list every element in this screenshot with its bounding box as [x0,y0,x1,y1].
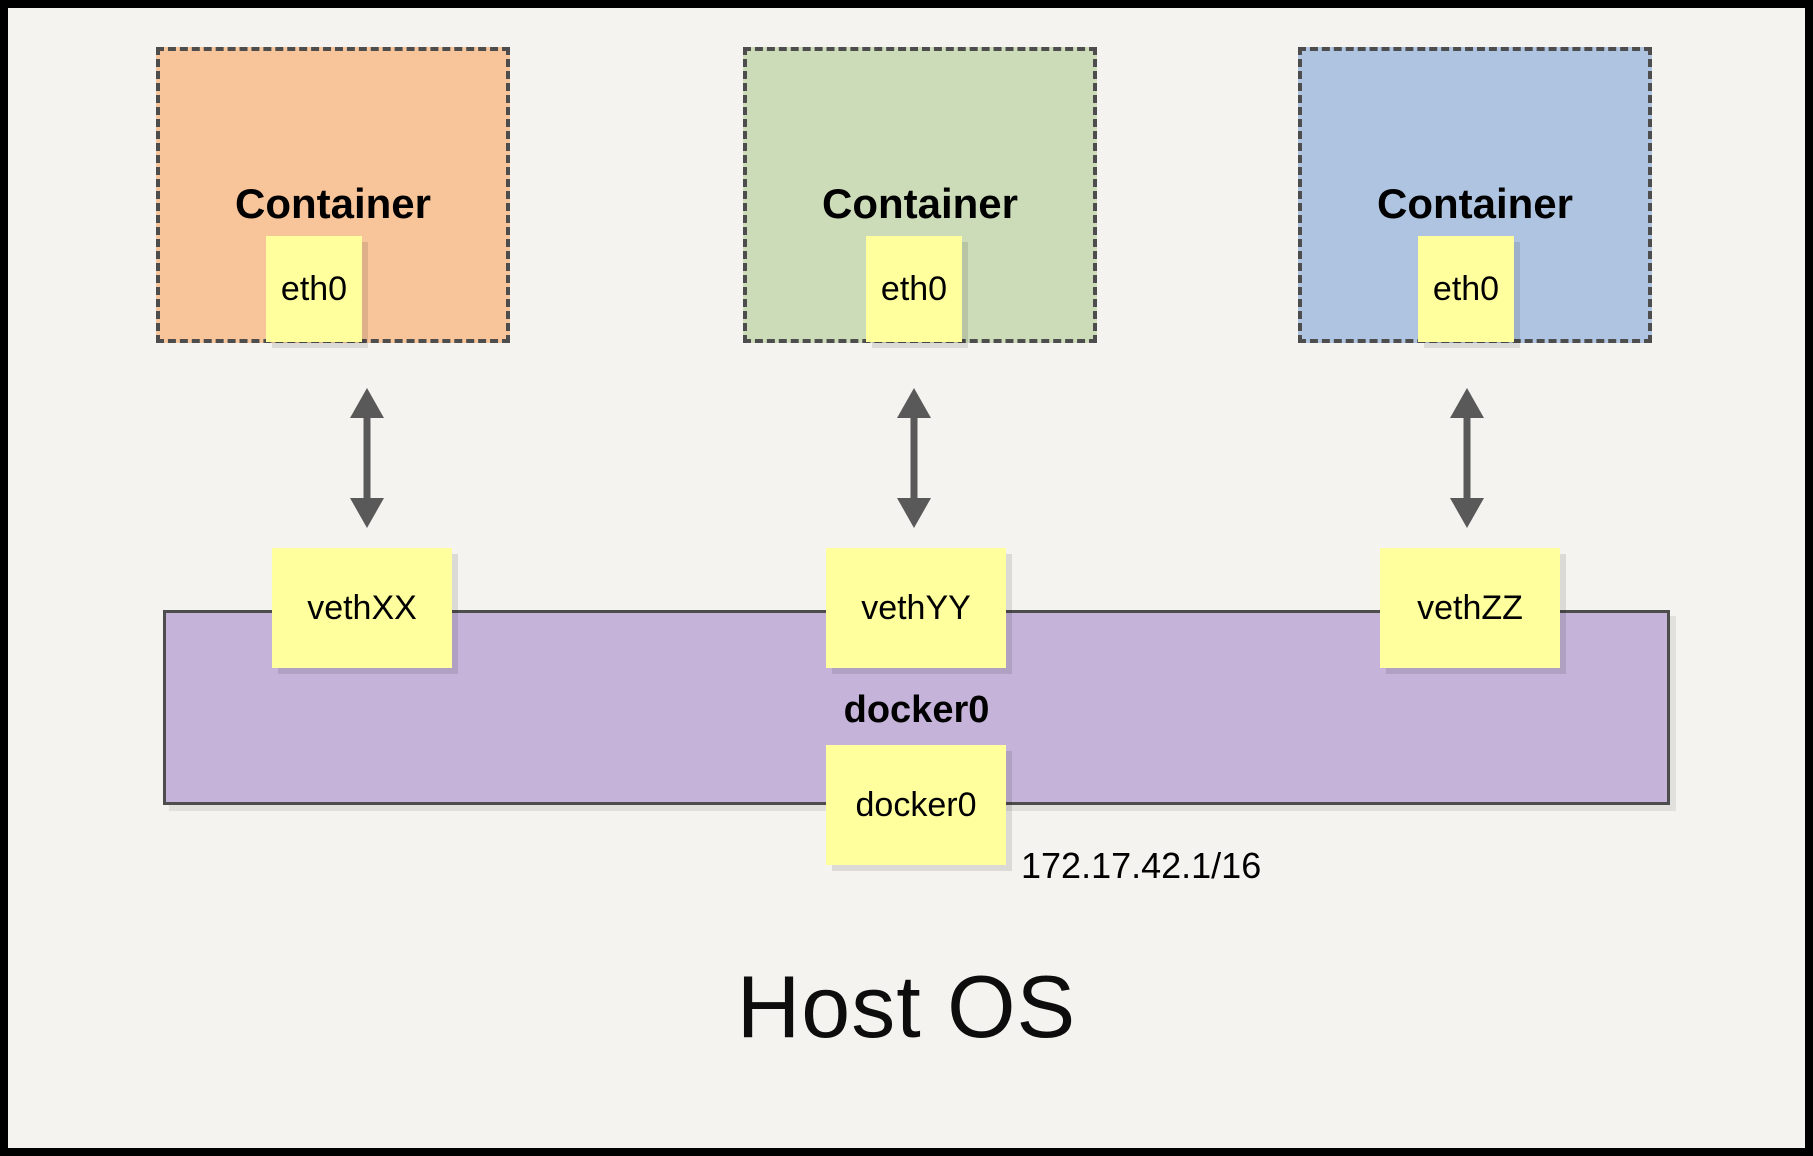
diagram-page: Container eth0 Container eth0 Container … [8,8,1805,1148]
veth-box-1: vethXX [272,548,452,668]
container-title-2: Container [821,180,1018,227]
docker0-port-label: docker0 [855,786,977,824]
link-arrow-3 [1450,388,1484,528]
container-title-3: Container [1376,180,1573,227]
eth0-label-1: eth0 [280,270,348,308]
veth-box-2: vethYY [826,548,1006,668]
veth-label-3: vethZZ [1417,589,1523,627]
eth0-label-2: eth0 [880,270,948,308]
eth0-box-1: eth0 [266,236,362,342]
eth0-label-3: eth0 [1432,270,1500,308]
link-arrow-1 [350,388,384,528]
docker0-port-box: docker0 [826,745,1006,865]
eth0-box-3: eth0 [1418,236,1514,342]
veth-box-3: vethZZ [1380,548,1560,668]
veth-label-1: vethXX [307,589,417,627]
bridge-ip-label: 172.17.42.1/16 [1021,845,1262,886]
container-title-1: Container [234,180,431,227]
eth0-box-2: eth0 [866,236,962,342]
host-os-label: Host OS [736,957,1077,1056]
docker0-bridge-label: docker0 [843,689,990,731]
veth-label-2: vethYY [861,589,971,627]
link-arrow-2 [897,388,931,528]
